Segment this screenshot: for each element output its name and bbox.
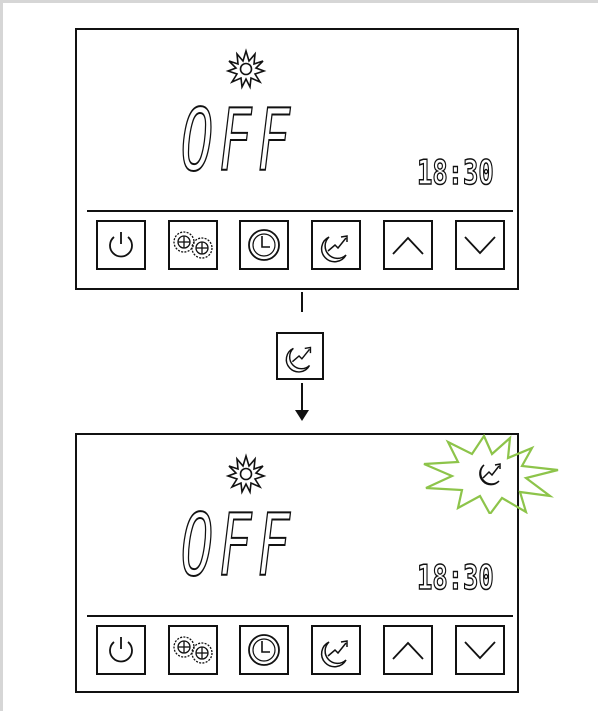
up-button[interactable] [383, 220, 433, 270]
active-mode-highlight [423, 434, 559, 514]
power-icon [109, 232, 133, 258]
gears-icon [173, 231, 213, 259]
sun-icon [225, 48, 267, 90]
up-button[interactable] [383, 625, 433, 675]
chevron-up-icon [392, 236, 424, 255]
clock-icon [248, 634, 280, 666]
thermostat-panel-before: OFF 18:30 [75, 28, 519, 290]
button-row [96, 220, 516, 272]
down-button[interactable] [455, 220, 505, 270]
gears-icon [173, 636, 213, 664]
clock-display: 18:30 [416, 153, 494, 193]
connector-line-lower [301, 383, 303, 411]
mode-display: OFF [180, 496, 296, 596]
display-divider [87, 615, 513, 617]
chevron-down-icon [464, 236, 496, 255]
connector-line-upper [301, 292, 303, 312]
highlight-burst [423, 434, 559, 514]
chevron-down-icon [464, 641, 496, 660]
night-setback-button[interactable] [311, 625, 361, 675]
moon-arrow-icon [320, 640, 348, 668]
power-button[interactable] [96, 220, 146, 270]
arrow-down-icon [295, 410, 309, 421]
settings-button[interactable] [168, 625, 218, 675]
power-icon [109, 637, 133, 663]
moon-arrow-icon [479, 463, 501, 486]
thermostat-panel-after: OFF 18:30 [75, 433, 519, 693]
chevron-up-icon [392, 641, 424, 660]
mode-display: OFF [180, 91, 296, 191]
sun-icon [225, 453, 267, 495]
frame-border-top [0, 0, 598, 3]
power-button[interactable] [96, 625, 146, 675]
frame-border-left [0, 0, 3, 711]
clock-display: 18:30 [416, 558, 494, 598]
display-divider [87, 210, 513, 212]
settings-button[interactable] [168, 220, 218, 270]
timer-button[interactable] [239, 220, 289, 270]
moon-arrow-icon [320, 235, 348, 263]
clock-icon [248, 229, 280, 261]
timer-button[interactable] [239, 625, 289, 675]
pressed-night-setback-button [276, 332, 324, 380]
night-setback-button[interactable] [311, 220, 361, 270]
button-row [96, 625, 516, 677]
down-button[interactable] [455, 625, 505, 675]
moon-arrow-icon [285, 346, 312, 373]
